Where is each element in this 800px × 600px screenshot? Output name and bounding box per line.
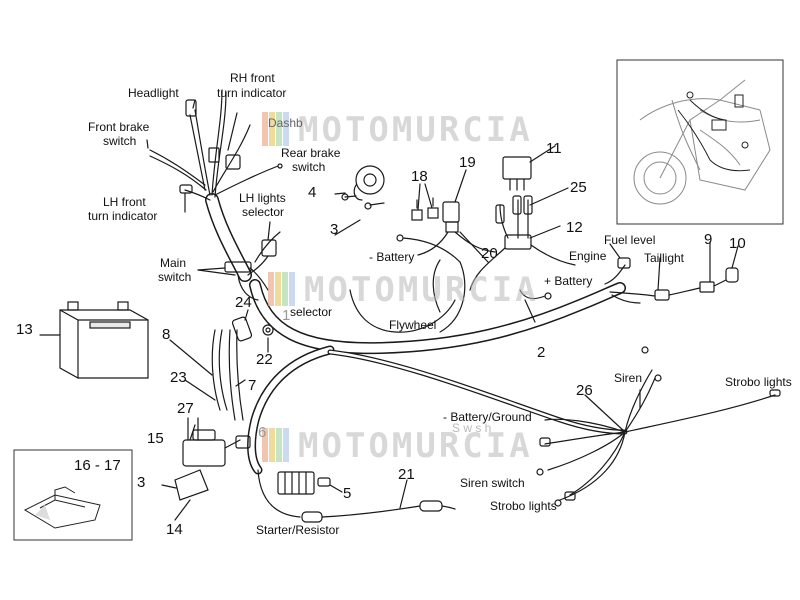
lh-lights-connector	[261, 239, 277, 257]
number-15: 15	[147, 430, 164, 447]
label-strobo-lights-1: Strobo lights	[725, 375, 792, 389]
number-27: 27	[177, 400, 194, 417]
number-12: 12	[566, 219, 583, 236]
label-siren: Siren	[614, 371, 643, 385]
number-1: 1	[282, 307, 291, 324]
label-engine: Engine	[569, 249, 607, 263]
label-lh-front-1: LH front	[103, 195, 146, 209]
label-lh-lights-2: selector	[242, 205, 285, 219]
starter-relay	[182, 439, 226, 467]
main-switch-connector	[224, 261, 252, 273]
label-front-brake-2: switch	[103, 134, 137, 148]
label-rh-front-1: RH front	[230, 71, 275, 85]
watermark-text-1: MOTOMURCIA	[298, 110, 533, 150]
horn-icon	[353, 165, 385, 201]
inset-16-17	[13, 449, 133, 541]
watermark-flag-1	[262, 112, 296, 146]
number-21: 21	[398, 466, 415, 483]
watermark-flag-2	[268, 272, 302, 306]
number-20: 20	[481, 245, 498, 262]
label-lh-front-2: turn indicator	[88, 209, 158, 223]
label-main-switch-2: switch	[158, 270, 192, 284]
number-6: 6	[258, 424, 267, 441]
watermark-text-3: MOTOMURCIA	[298, 426, 533, 466]
label-fuel-level: Fuel level	[604, 233, 656, 247]
battery-icon	[59, 301, 149, 379]
label-strobo-lights-2: Strobo lights	[490, 499, 557, 513]
number-11: 11	[546, 140, 562, 157]
label-rear-brake-1: Rear brake	[281, 146, 341, 160]
watermark-text-2: MOTOMURCIA	[304, 270, 539, 310]
number-2: 2	[537, 344, 546, 361]
label-rh-front-2: turn indicator	[217, 86, 287, 100]
motorcycle-inset-icon	[616, 59, 784, 225]
number-24: 24	[235, 294, 252, 311]
label-plus-battery: + Battery	[544, 274, 593, 288]
label-flywheel: Flywheel	[389, 318, 437, 332]
number-8: 8	[162, 326, 171, 343]
number-18: 18	[411, 168, 428, 185]
label-front-brake-1: Front brake	[88, 120, 150, 134]
number-10: 10	[729, 235, 746, 252]
number-9: 9	[704, 231, 713, 248]
number-4: 4	[308, 184, 317, 201]
label-lh-lights-1: LH lights	[239, 191, 286, 205]
label-minus-battery: - Battery	[369, 250, 415, 264]
headlight-connector	[185, 99, 197, 117]
number-26: 26	[576, 382, 593, 399]
number-22: 22	[256, 351, 273, 368]
label-main-switch-1: Main	[160, 256, 187, 270]
label-headlight: Headlight	[128, 86, 179, 100]
label-partial: S w s h	[452, 421, 492, 435]
relay-icon	[502, 156, 532, 180]
rh-front-connector	[208, 147, 220, 163]
number-19: 19	[459, 154, 476, 171]
number-5: 5	[343, 485, 352, 502]
label-selector: selector	[290, 305, 333, 319]
lh-front-connector	[179, 184, 193, 194]
label-starter-resistor: Starter/Resistor	[256, 523, 340, 537]
label-dashboard: Dashb	[268, 116, 303, 130]
number-3a: 3	[330, 221, 339, 238]
number-13: 13	[16, 321, 33, 338]
watermark-flag-3	[262, 428, 296, 462]
dashboard-connector	[225, 154, 241, 170]
label-siren-switch: Siren switch	[460, 476, 525, 490]
number-14: 14	[166, 521, 183, 538]
label-rear-brake-2: switch	[292, 160, 326, 174]
label-taillight: Taillight	[644, 251, 685, 265]
number-16-17: 16 - 17	[74, 457, 121, 474]
label-battery-ground: - Battery/Ground	[443, 410, 532, 424]
number-23: 23	[170, 369, 187, 386]
number-3b: 3	[137, 474, 146, 491]
number-25: 25	[570, 179, 587, 196]
number-7: 7	[248, 377, 257, 394]
